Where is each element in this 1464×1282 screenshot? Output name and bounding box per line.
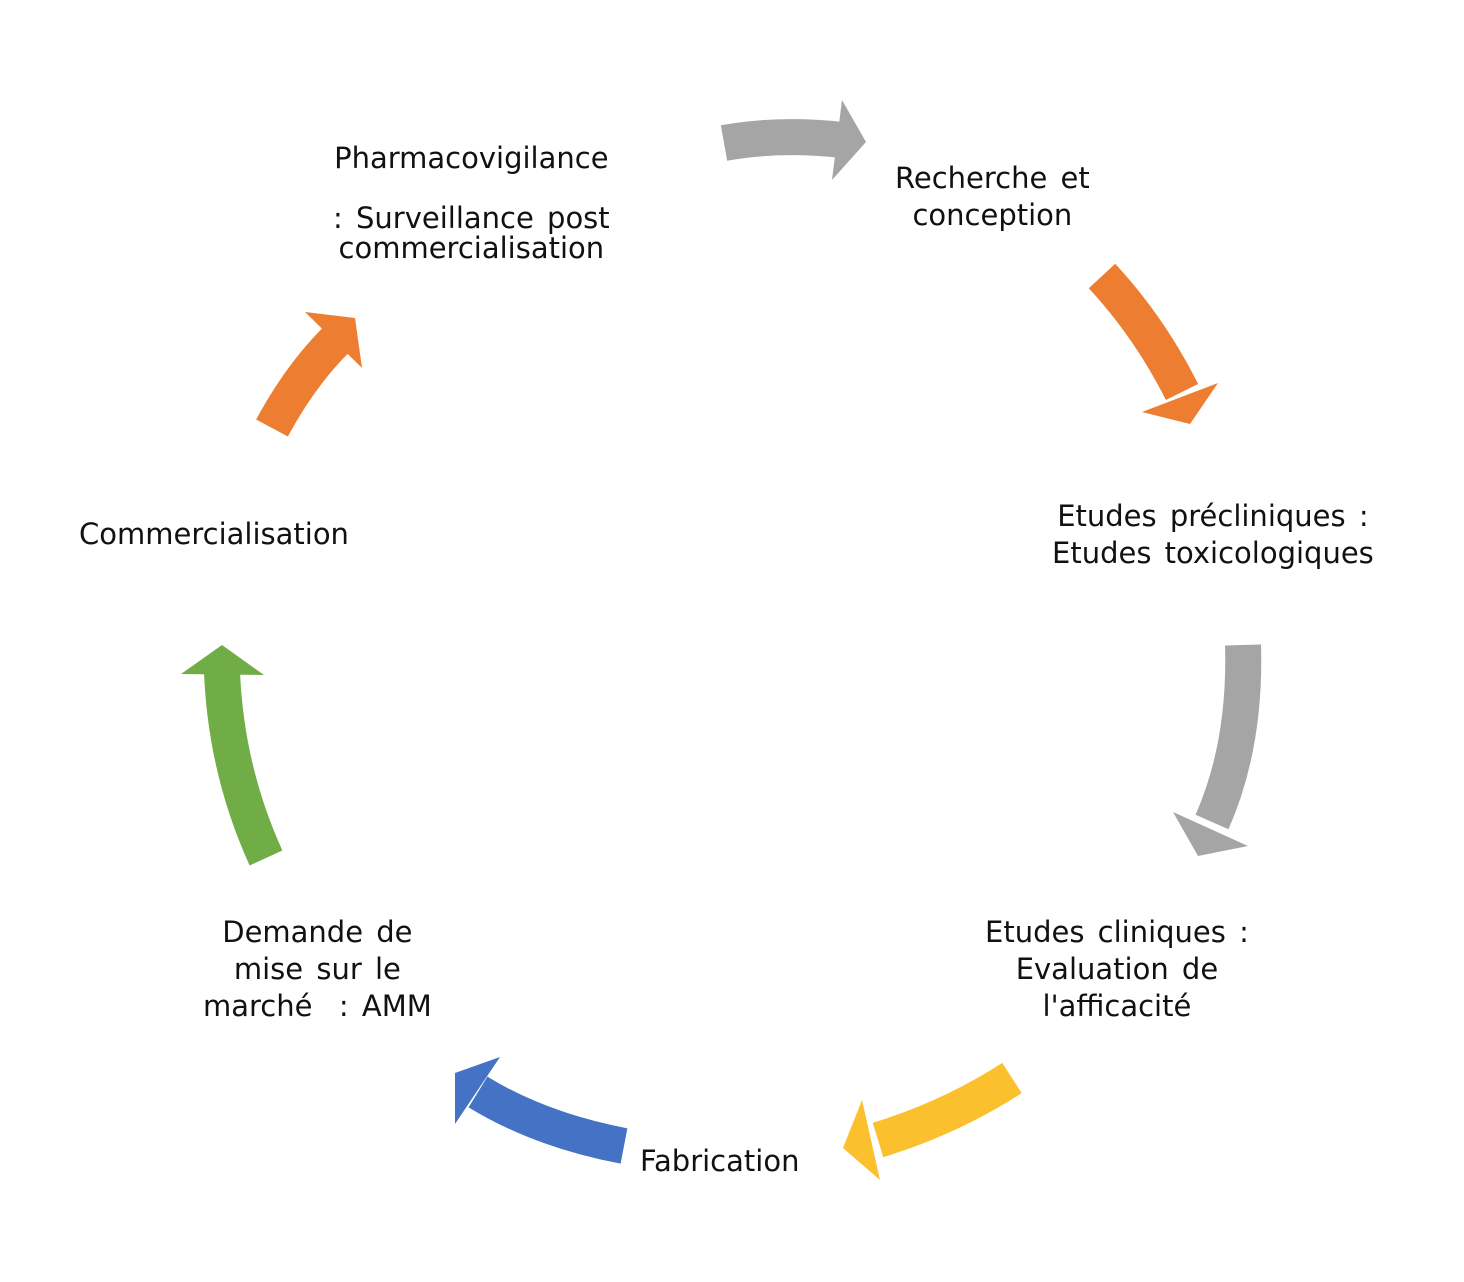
arrow-recherche-to-precliniques <box>1088 263 1218 424</box>
stage-fabrication: Fabrication <box>640 1144 800 1178</box>
stage-precliniques: Etudes précliniques : Etudes toxicologiq… <box>1052 499 1374 570</box>
stage-pharmacovigilance: Pharmacovigilance : Surveillance post co… <box>333 141 610 265</box>
arrow-commercialisation-to-pharmacovigilance <box>256 312 362 437</box>
arrow-precliniques-to-cliniques <box>1173 644 1262 856</box>
arrow-cliniques-to-fabrication <box>843 1062 1022 1180</box>
arrow-fabrication-to-amm <box>455 1057 628 1164</box>
arrow-pharmacovigilance-to-recherche <box>720 100 866 180</box>
stage-commercialisation: Commercialisation <box>79 517 349 551</box>
arrow-amm-to-commercialisation <box>181 645 283 866</box>
stage-recherche: Recherche et conception <box>895 161 1090 232</box>
stage-amm: Demande de mise sur le marché : AMM <box>203 915 432 1023</box>
stage-cliniques: Etudes cliniques : Evaluation de l'affic… <box>985 915 1249 1023</box>
